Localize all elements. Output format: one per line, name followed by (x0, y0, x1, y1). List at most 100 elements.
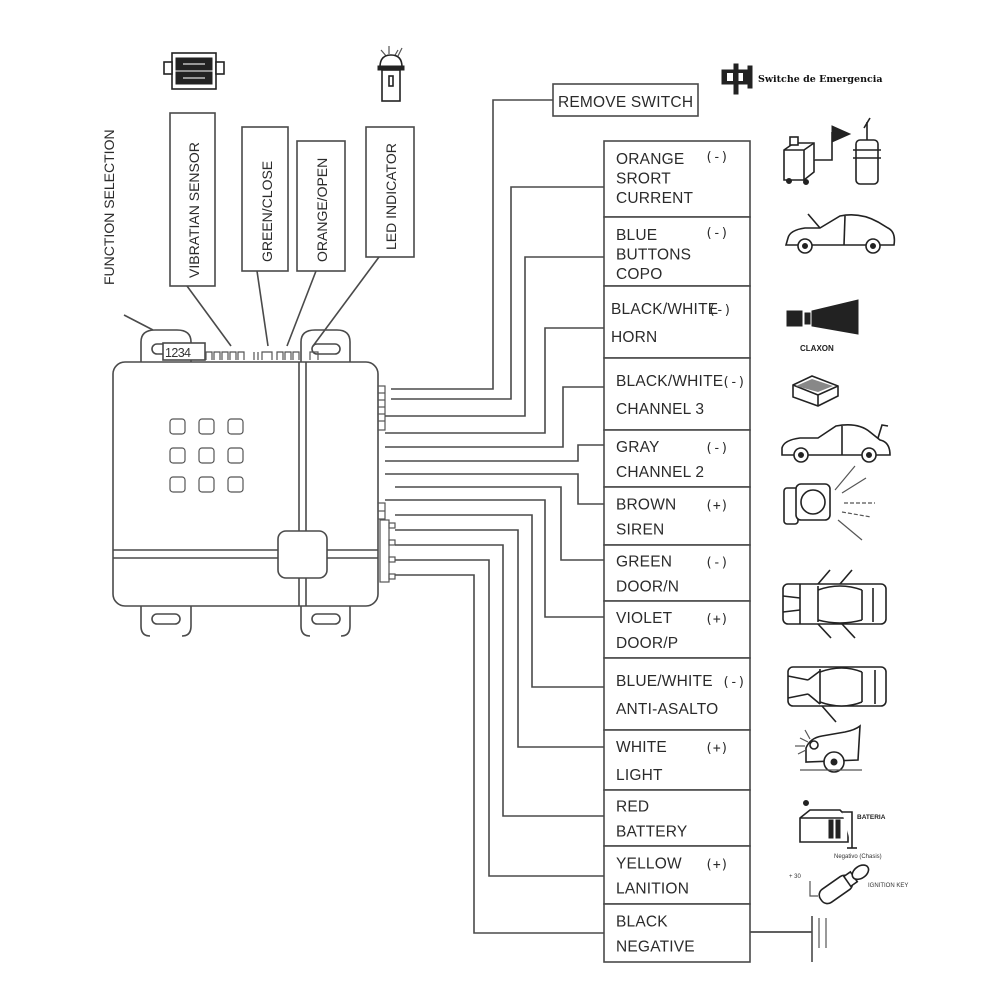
keypad-button (169, 476, 186, 493)
wire-polarity-label: (+) (705, 858, 728, 873)
ignition-subcaption: + 30 (789, 874, 802, 880)
sensor-module-icon (163, 52, 225, 90)
wire-line (395, 559, 604, 877)
dip-switch-numbers: 1234 (165, 346, 191, 360)
wire-line (385, 256, 604, 417)
wire-polarity-label: (-) (705, 226, 728, 241)
wire-function-label: DOOR/N (616, 579, 679, 596)
wire-function-label: ANTI-ASALTO (616, 701, 718, 718)
wire-color-label: WHITE (616, 739, 667, 756)
orange-open-label: ORANGE/OPEN (314, 158, 330, 262)
wire-line (395, 486, 604, 561)
car-headlight-icon (795, 724, 862, 773)
wire-polarity-label: (-) (722, 675, 745, 690)
battery-icon: BATERIA Negativo (Chasis) (799, 800, 886, 860)
keypad-button (169, 447, 186, 464)
wire-polarity-label: (-) (705, 150, 728, 165)
wire-polarity-label: (+) (705, 499, 728, 514)
wire-polarity-label: (-) (705, 441, 728, 456)
emergency-switch-caption: Switche de Emergencia (758, 74, 883, 85)
wire-polarity-label: (+) (705, 741, 728, 756)
wire-color-label: VIOLET (616, 610, 673, 627)
horn-caption: CLAXON (800, 344, 834, 353)
wire-line (385, 386, 604, 448)
wire-label-list: ORANGESRORTCURRENT(-)BLUEBUTTONSCOPO(-)B… (603, 140, 751, 963)
keypad-button (169, 418, 186, 435)
car-top-door-open-icon (787, 666, 887, 723)
keypad-button (198, 447, 215, 464)
horn-icon: CLAXON (786, 299, 859, 353)
wire-color-label: YELLOW (616, 856, 682, 873)
car-trunk-open-icon (781, 424, 891, 463)
keypad-button (198, 476, 215, 493)
car-hood-open-icon (784, 213, 896, 254)
siren-icon (783, 465, 875, 541)
wire-polarity-label: (-) (705, 556, 728, 571)
wire-line (395, 514, 604, 688)
wire-polarity-label: (-) (708, 303, 731, 318)
orange-open-connector: ORANGE/OPEN (286, 140, 346, 347)
wire-line (395, 574, 604, 934)
ground-icon (750, 916, 827, 962)
wire-polarity-label: (-) (722, 375, 745, 390)
wire-color-label: BLACK (616, 914, 668, 931)
wire-line (385, 444, 604, 462)
top-connector-pins (205, 351, 319, 360)
wire-function-label: HORN (611, 329, 657, 346)
led-bulb-icon (377, 46, 405, 102)
wire-color-label: RED (616, 799, 649, 816)
emergency-switch-icon: Switche de Emergencia (721, 63, 883, 95)
wire-line (391, 99, 553, 390)
led-indicator-connector: LED INDICATOR (312, 126, 415, 347)
control-unit: 1234 (112, 329, 396, 637)
wire-polarity-label: (+) (705, 612, 728, 627)
wire-function-label: COPO (616, 266, 662, 283)
battery-caption: BATERIA (857, 814, 886, 821)
relay-coil-icon (783, 117, 881, 185)
wire-color-label: ORANGE (616, 151, 684, 168)
wire-function-label: SRORT (616, 171, 671, 188)
wire-function-label: CHANNEL 2 (616, 464, 704, 481)
wire-color-label: GRAY (616, 439, 660, 456)
wire-line (395, 544, 604, 817)
wire-line (395, 529, 604, 748)
wire-line (391, 186, 604, 400)
wire-function-label: BATTERY (616, 824, 687, 841)
wire-function-label: DOOR/P (616, 635, 678, 652)
ignition-caption: IGNITION KEY (868, 883, 908, 889)
function-selection-label: FUNCTION SELECTION (101, 129, 117, 285)
car-doors-open-icon (782, 569, 887, 639)
wire-color-label: BLACK/WHITE (616, 373, 723, 390)
vibration-sensor-connector: VIBRATIAN SENSOR (169, 112, 232, 347)
wire-function-label: CHANNEL 3 (616, 401, 704, 418)
wire-line (385, 499, 604, 618)
wire-bundle (385, 99, 812, 934)
wire-line (385, 473, 604, 505)
remove-switch-label: REMOVE SWITCH (558, 94, 693, 111)
green-close-connector: GREEN/CLOSE (241, 126, 289, 347)
vibration-sensor-label: VIBRATIAN SENSOR (186, 142, 202, 278)
battery-subcaption: Negativo (Chasis) (834, 854, 882, 860)
wire-label-box: VIOLET DOOR/P (+) (603, 600, 751, 659)
dip-switch[interactable]: 1234 (162, 342, 206, 361)
wire-function-label: BUTTONS (616, 247, 691, 264)
keypad-button (227, 447, 244, 464)
wire-color-label: BLACK/WHITE (611, 301, 718, 318)
wire-label-box: BLACK/WHITE CHANNEL 3 (-) (603, 357, 751, 431)
wire-label-box: RED BATTERY (603, 789, 751, 847)
keypad-button (198, 418, 215, 435)
wire-function-label: CURRENT (616, 190, 694, 207)
wire-label-box: BLACK/WHITE HORN (-) (603, 285, 751, 359)
led-indicator-label: LED INDICATOR (383, 143, 399, 250)
wire-color-label: BLUE (616, 227, 657, 244)
ignition-key-icon: + 30 IGNITION KEY (789, 864, 908, 905)
wire-function-label: SIREN (616, 522, 664, 539)
keypad-button (227, 418, 244, 435)
keypad-button (227, 476, 244, 493)
remove-switch[interactable]: REMOVE SWITCH (552, 83, 699, 117)
